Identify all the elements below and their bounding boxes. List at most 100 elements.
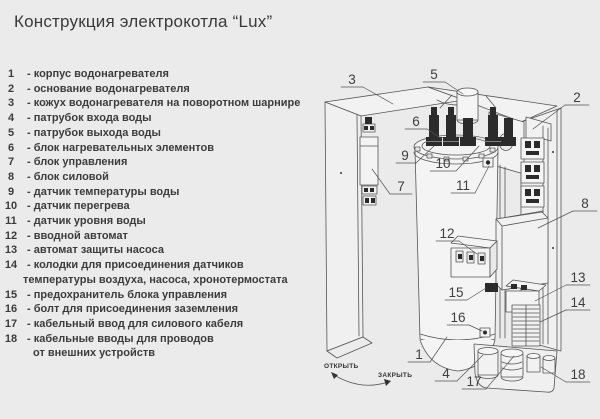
callout-number: 13: [570, 270, 585, 285]
legend-item-label-line2: температуры воздуха, насоса, хронотермос…: [23, 273, 288, 286]
contactor-module: [520, 137, 545, 160]
callout-2: 2: [532, 90, 590, 130]
callout-15: 15: [444, 285, 487, 301]
callout-4: 4: [434, 354, 484, 382]
legend-item: 18 - кабельные вводы для проводов от внеш…: [0, 332, 330, 361]
legend-item: 14- колодки для присоединения датчиков т…: [0, 258, 330, 287]
open-label: ОТКРЫТЬ: [324, 363, 358, 370]
swing-direction: ОТКРЫТЬ ЗАКРЫТЬ: [324, 363, 412, 386]
legend-item-number: 11: [5, 215, 17, 228]
legend-item-number: 6: [7, 141, 15, 154]
callout-7: 7: [371, 168, 413, 195]
legend-item: 3 - кожух водонагревателя на поворотном ш…: [0, 96, 330, 111]
callout-number: 14: [570, 295, 586, 310]
callout-1: 1: [407, 336, 448, 363]
callout-number: 2: [573, 90, 581, 105]
input-breaker-assembly: [450, 211, 549, 292]
legend-item-label: - предохранитель блока управления: [27, 288, 228, 301]
external-cable-glands: [526, 353, 556, 374]
legend-item-label: - блок управления: [27, 156, 128, 169]
callout-8: 8: [537, 196, 598, 229]
legend-item: 8 - блок силовой: [0, 170, 330, 185]
callout-number: 8: [581, 196, 589, 211]
legend-item-number: 5: [7, 126, 15, 139]
callout-number: 5: [430, 67, 438, 82]
legend-item: 12- вводной автомат: [0, 229, 330, 244]
boiler-technical-drawing: 1 2 3 4 5 6 7: [324, 67, 598, 393]
legend-item-label: - автомат защиты насоса: [27, 244, 164, 257]
callout-number: 4: [442, 366, 450, 381]
legend-item: 4 - патрубок входа воды: [0, 111, 330, 126]
callout-number: 12: [439, 226, 454, 241]
callout-17: 17: [461, 355, 515, 390]
legend-item-label: - патрубок входа воды: [27, 112, 152, 125]
legend-item-number: 16: [4, 303, 18, 316]
callout-number: 15: [448, 285, 463, 300]
control-fuse: [485, 283, 498, 292]
legend-item-label: - корпус водонагревателя: [27, 68, 169, 80]
legend-item-number: 17: [4, 317, 18, 330]
callout-number: 9: [401, 148, 409, 163]
callout-10: 10: [429, 145, 480, 172]
legend-item-number: 18: [4, 332, 18, 345]
contactor-module: [520, 185, 545, 208]
callout-12: 12: [435, 226, 478, 255]
legend-item: 13 - автомат защиты насоса: [0, 243, 330, 258]
heating-elements: [425, 107, 516, 146]
callout-3: 3: [340, 72, 394, 105]
callout-number: 18: [570, 367, 585, 382]
legend-item: 15 - предохранитель блока управления: [0, 288, 330, 303]
legend-item-label: - датчик температуры воды: [27, 185, 180, 198]
legend-item: 11 - датчик уровня воды: [0, 214, 330, 229]
legend-item-number: 8: [7, 170, 15, 183]
outlet-pipe: [456, 87, 479, 125]
arrowhead-right: [384, 379, 391, 386]
legend-item: 9- датчик температуры воды: [0, 185, 330, 200]
ground-bolt: [479, 327, 491, 338]
legend-item-label: - вводной автомат: [27, 229, 128, 242]
swing-arrow: [333, 374, 389, 386]
callout-6: 6: [404, 114, 443, 140]
close-label: ЗАКРЫТЬ: [378, 372, 412, 379]
callouts: 1 2 3 4 5 6 7: [340, 67, 598, 390]
control-unit: [359, 117, 379, 206]
legend-item: 1- корпус водонагревателя: [0, 67, 330, 82]
legend-item-number: 4: [7, 112, 15, 125]
legend-item-number: 2: [7, 82, 15, 95]
legend-item-label: - кабельные вводы для проводов: [27, 332, 214, 345]
callout-number: 10: [435, 156, 450, 171]
legend-item-label: - кожух водонагревателя на поворотном ша…: [27, 97, 301, 110]
callout-14: 14: [539, 295, 591, 323]
callout-9: 9: [395, 145, 435, 164]
legend-item-label: - датчик уровня воды: [27, 215, 146, 228]
legend-item-number: 13: [4, 244, 18, 257]
legend-item-number: 15: [4, 288, 18, 301]
water-level-sensor: [482, 157, 494, 168]
cover-panel: [324, 86, 465, 359]
legend-item: 6- блок нагревательных элементов: [0, 141, 330, 156]
input-breaker: [450, 235, 498, 278]
callout-18: 18: [540, 366, 591, 383]
legend-item-label: - блок силовой: [27, 170, 109, 183]
parts-legend: 1- корпус водонагревателя 2 - основание в…: [0, 67, 330, 361]
legend-item: 17 - кабельный ввод для силового кабеля: [0, 317, 330, 332]
legend-item: 2 - основание водонагревателя: [0, 82, 330, 97]
legend-item-label: - кабельный ввод для силового кабеля: [27, 317, 244, 330]
callout-5: 5: [422, 67, 464, 95]
legend-item: 7- блок управления: [0, 155, 330, 170]
legend-item-number: 3: [7, 97, 15, 110]
arrowhead-left: [331, 372, 338, 379]
callout-16: 16: [446, 310, 483, 332]
inlet-pipe: [477, 347, 499, 379]
heater-block: [425, 87, 516, 146]
legend-item-label: - основание водонагревателя: [27, 82, 190, 95]
callout-number: 7: [397, 179, 405, 194]
legend-item-number: 10: [4, 200, 18, 213]
legend-item-label: - патрубок выхода воды: [27, 126, 161, 139]
legend-item-label: - болт для присоединения заземления: [27, 303, 239, 316]
legend-item-label-line2: от внешних устройств: [33, 347, 155, 360]
callout-number: 11: [456, 178, 470, 193]
contactor-module: [520, 161, 545, 184]
page-title: Конструкция электрокотла “Lux”: [14, 12, 273, 31]
